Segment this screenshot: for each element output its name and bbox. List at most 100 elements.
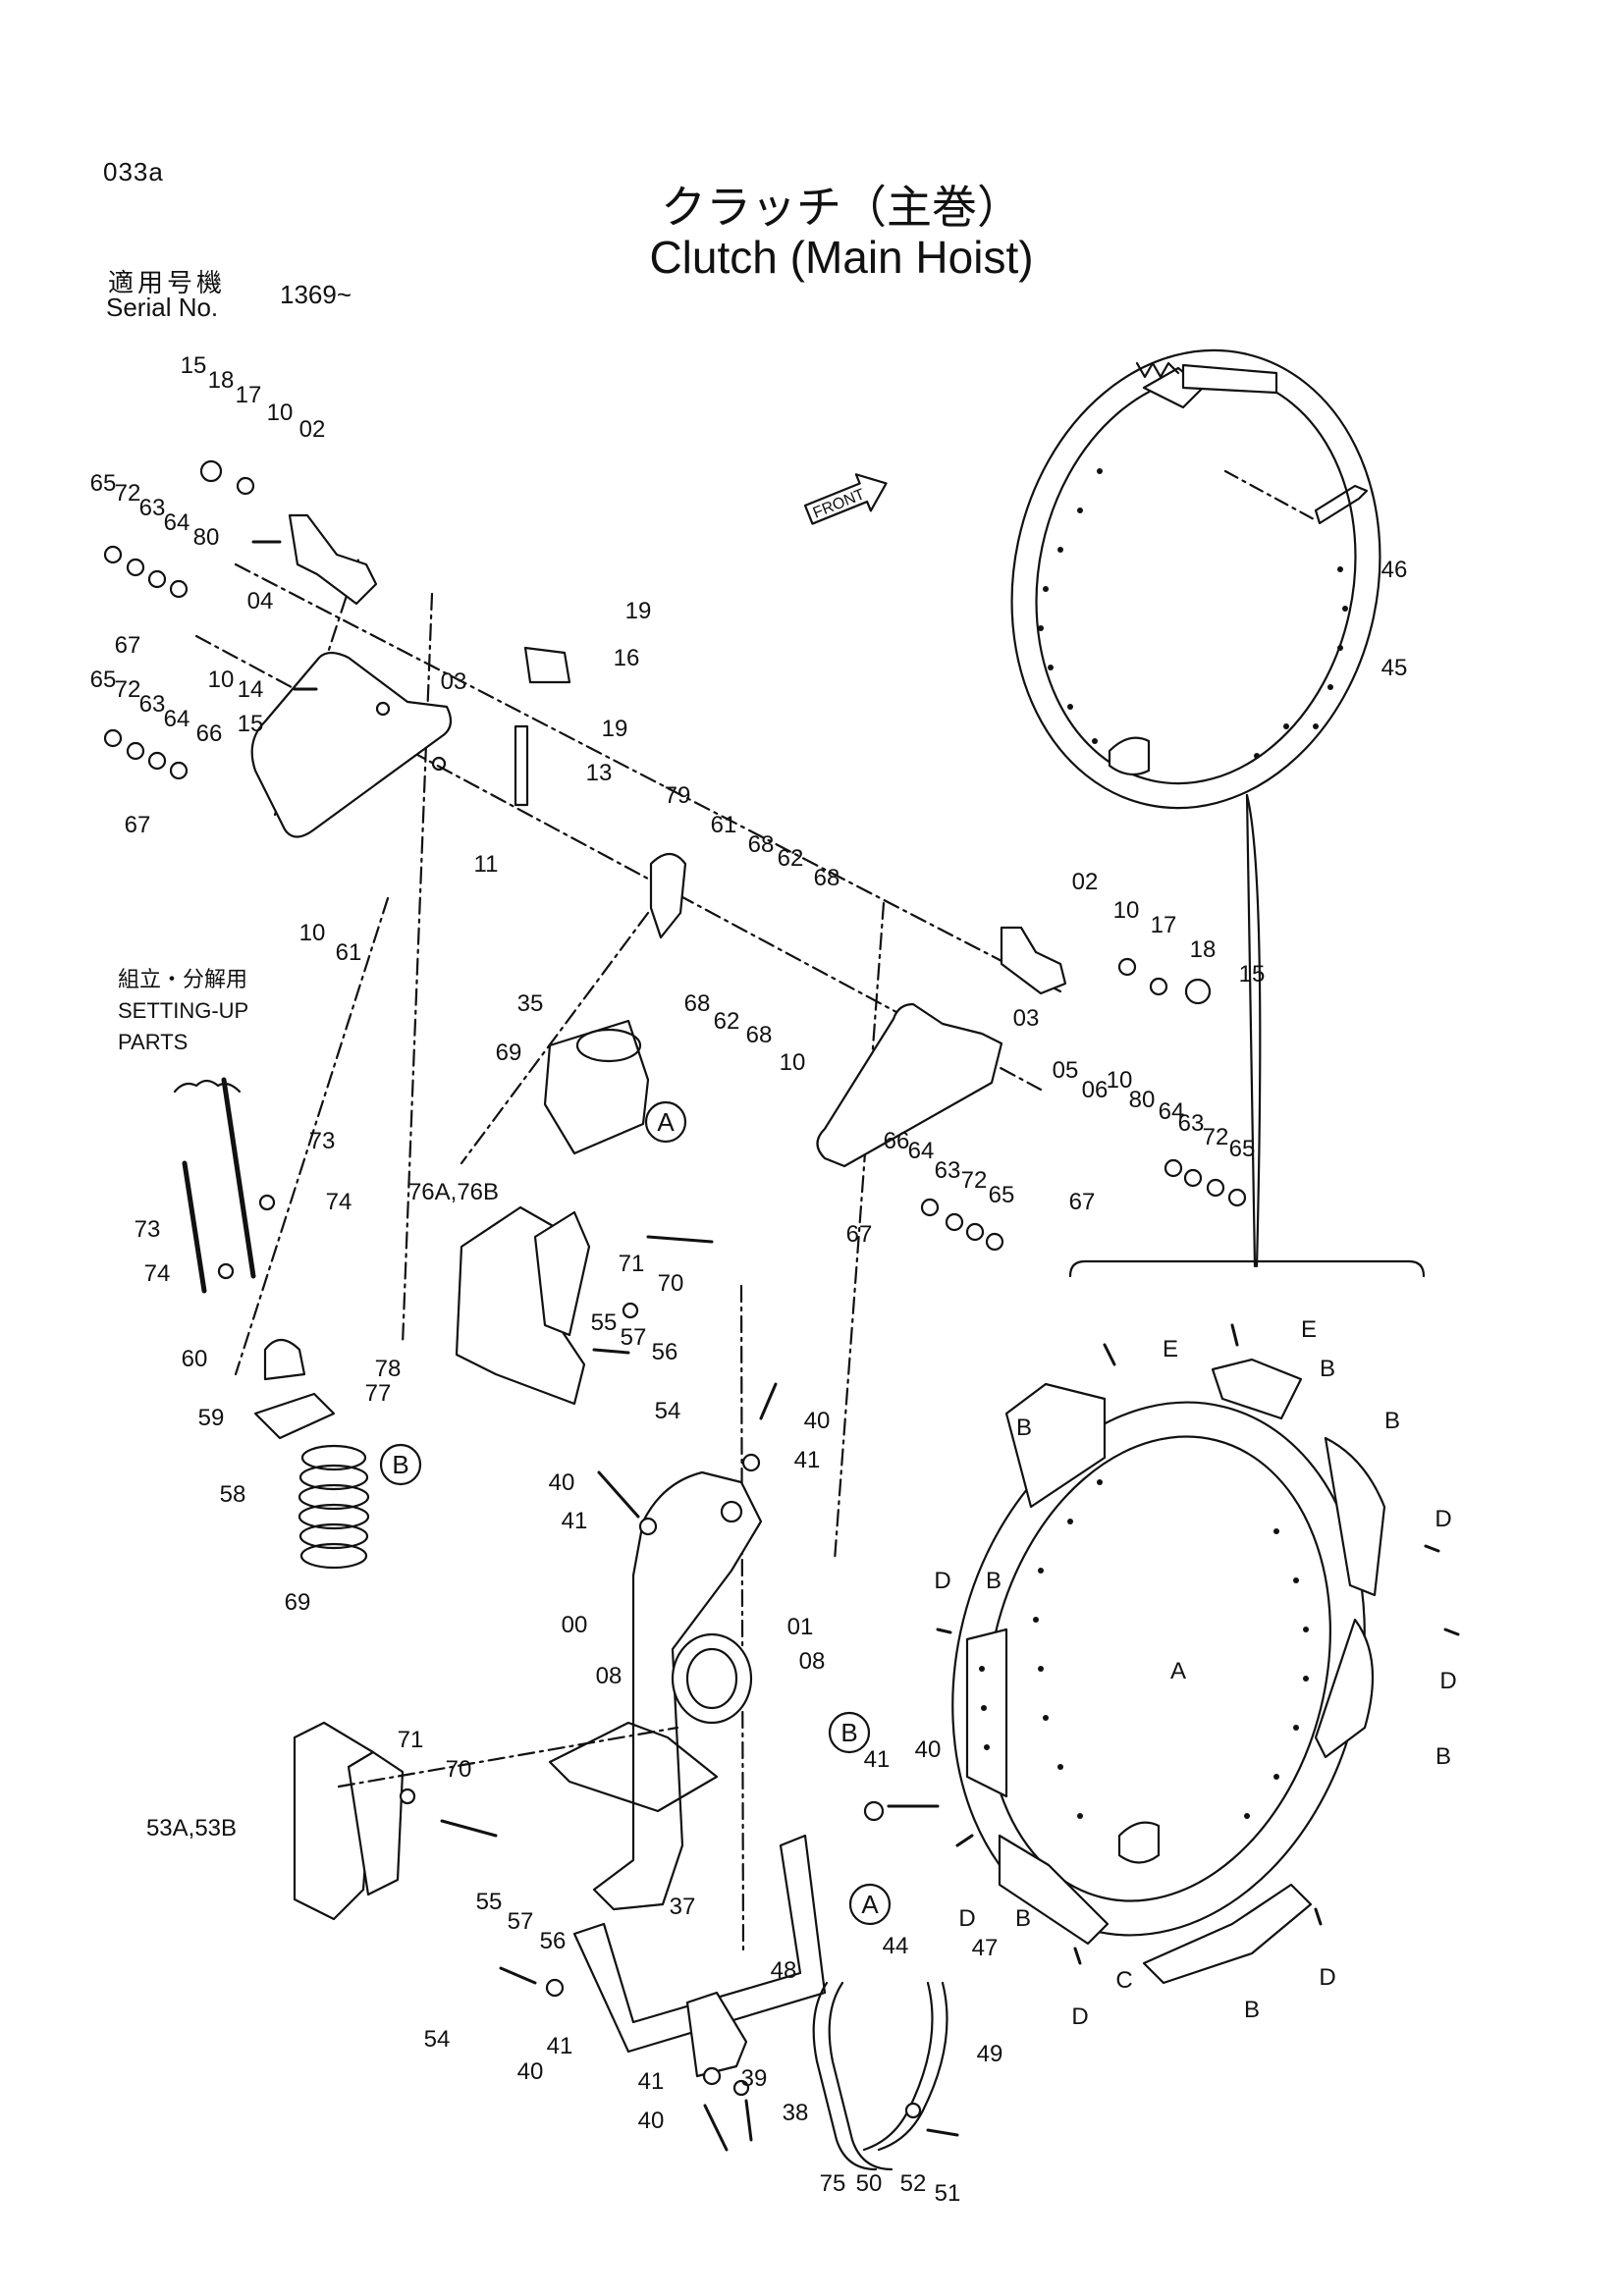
part-callout-c41c: 41 (864, 1746, 891, 1773)
part-callout-c59a: 59 (198, 1405, 225, 1431)
part-callout-c75a: 75 (820, 2170, 846, 2197)
part-callout-c02a: 02 (299, 416, 326, 443)
part-callout-c78a: 78 (375, 1356, 402, 1382)
part-callout-c70b: 70 (446, 1756, 472, 1783)
part-callout-c72a: 72 (115, 480, 141, 507)
band-rivets (1038, 468, 1348, 759)
part-callout-cE1: E (1163, 1336, 1178, 1362)
part-callout-c70a: 70 (658, 1270, 684, 1297)
part-callout-c35a: 35 (517, 990, 544, 1017)
part-callout-c02b: 02 (1072, 869, 1099, 895)
part-callout-c16a: 16 (614, 645, 640, 671)
part-callout-c04a: 04 (247, 588, 274, 614)
part-callout-cD4: D (958, 1905, 975, 1932)
part-callout-c63b: 63 (139, 691, 166, 718)
part-callout-c51a: 51 (935, 2180, 961, 2207)
part-callout-c15b: 15 (238, 711, 264, 737)
part-callout-c49a: 49 (977, 2041, 1003, 2067)
title-japanese: クラッチ（主巻） (661, 182, 1022, 233)
reference-marker-mB2: B (828, 1711, 871, 1754)
part-callout-c10e: 10 (1107, 1067, 1133, 1094)
spring-58 (298, 1444, 370, 1570)
part-callout-cD5: D (1071, 2003, 1088, 2030)
part-callout-c64a: 64 (164, 509, 190, 536)
part-callout-c69a: 69 (496, 1040, 522, 1066)
plate-59 (253, 1392, 336, 1440)
part-callout-c39a: 39 (741, 2065, 768, 2092)
part-callout-c06a: 06 (1082, 1077, 1109, 1103)
pedal-lever-37 (572, 1834, 827, 2078)
part-callout-c53a: 53A,53B (146, 1815, 237, 1842)
part-callout-c68a: 68 (748, 831, 775, 858)
part-callout-c17b: 17 (1151, 912, 1177, 938)
part-callout-c03b: 03 (1013, 1005, 1040, 1032)
part-callout-c72b: 72 (115, 676, 141, 703)
part-callout-c05a: 05 (1053, 1057, 1079, 1084)
part-callout-c41a: 41 (794, 1447, 821, 1473)
part-callout-c67a: 67 (115, 632, 141, 659)
reference-marker-circle (379, 1443, 422, 1486)
part-callout-c10f: 10 (780, 1049, 806, 1076)
part-callout-c00a: 00 (562, 1612, 588, 1638)
reference-marker-mB1: B (379, 1443, 422, 1486)
part-callout-c69b: 69 (285, 1589, 311, 1616)
rod-73b (182, 1160, 207, 1294)
part-callout-c40c: 40 (915, 1736, 942, 1763)
title-english: Clutch (Main Hoist) (649, 232, 1034, 283)
part-callout-c74a: 74 (326, 1189, 352, 1215)
setting-up-line-jp: 組立・分解用 (118, 967, 248, 991)
part-callout-c52a: 52 (900, 2170, 927, 2197)
part-callout-c77a: 77 (365, 1380, 392, 1407)
part-callout-c10d: 10 (1113, 897, 1140, 924)
part-callout-c11a: 11 (474, 851, 499, 878)
main-bracket-00 (592, 1470, 763, 1911)
part-callout-c72c: 72 (1203, 1124, 1229, 1150)
part-callout-c08a: 08 (596, 1663, 623, 1689)
part-callout-c63c: 63 (1178, 1110, 1205, 1137)
lower-clutch-ring (951, 1358, 1386, 1985)
part-callout-c40e: 40 (638, 2108, 665, 2134)
rod-73a (221, 1077, 256, 1279)
part-callout-c73a: 73 (309, 1128, 336, 1154)
upper-lever-left (250, 651, 453, 838)
lever-bracket-02 (288, 513, 378, 606)
part-callout-c01a: 01 (787, 1614, 814, 1640)
part-callout-cC1: C (1115, 1967, 1132, 1994)
reference-marker-mA2: A (848, 1883, 892, 1926)
part-callout-c57b: 57 (508, 1908, 534, 1935)
lower-ring-bracket (1068, 1259, 1426, 1278)
part-callout-c65a: 65 (90, 470, 117, 497)
part-callout-cB3: B (1384, 1408, 1400, 1434)
part-callout-c18b: 18 (1190, 936, 1217, 963)
bracket-76 (455, 1205, 591, 1406)
part-callout-c62a: 62 (778, 845, 804, 872)
part-callout-c66b: 66 (884, 1128, 910, 1154)
reference-marker-label: A (861, 1890, 879, 1919)
part-callout-c54a: 54 (655, 1398, 681, 1424)
part-callout-c65d: 65 (989, 1182, 1015, 1208)
bracket-53 (293, 1721, 405, 1921)
part-callout-cB2: B (1320, 1356, 1335, 1382)
part-callout-cB4: B (986, 1568, 1001, 1594)
part-callout-c48a: 48 (771, 1957, 797, 1984)
part-callout-c80a: 80 (193, 524, 220, 551)
part-callout-c18a: 18 (208, 367, 235, 394)
hardware-bolts (251, 540, 1460, 2152)
part-16-block (523, 646, 571, 684)
part-callout-cB6: B (1015, 1905, 1031, 1932)
part-callout-c62b: 62 (714, 1008, 740, 1035)
part-callout-c38a: 38 (783, 2100, 809, 2126)
part-callout-c19b: 19 (602, 716, 628, 742)
part-callout-c54b: 54 (424, 2026, 451, 2053)
part-callout-c17a: 17 (236, 382, 262, 408)
part-callout-cA1: A (1170, 1658, 1186, 1684)
part-callout-c67d: 67 (846, 1221, 873, 1248)
part-callout-c64d: 64 (908, 1138, 935, 1164)
hose-assembly (812, 1981, 948, 2171)
front-arrow: FRONT (803, 473, 888, 525)
reference-marker-circle (848, 1883, 892, 1926)
part-callout-c64c: 64 (1159, 1098, 1185, 1125)
part-callout-c56b: 56 (540, 1928, 567, 1954)
hardware-washers (103, 459, 1247, 2119)
